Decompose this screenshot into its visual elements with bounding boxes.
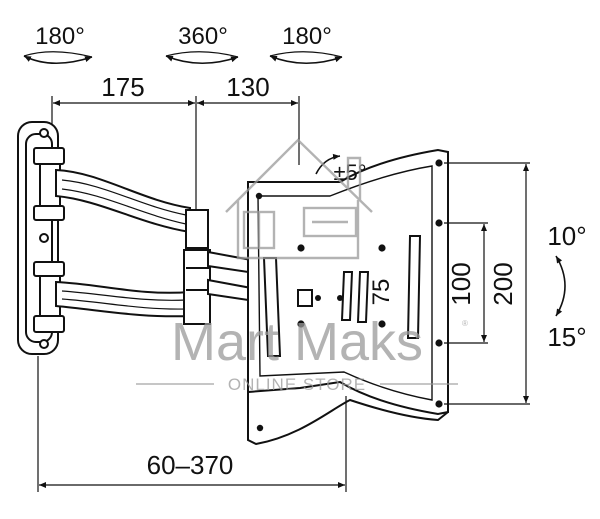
tilt-arrow-icon (555, 255, 566, 317)
watermark-tagline: ONLINE STORE (228, 375, 366, 394)
rotation-label-panel: 360° (165, 23, 239, 65)
middle-joint (183, 209, 211, 325)
rotation-panel-text: 360° (178, 23, 228, 50)
house-logo-icon (225, 138, 373, 260)
rotation-panel-arrow-icon (165, 55, 239, 65)
watermark-registered: ® (462, 319, 468, 328)
upper-arm (55, 168, 191, 234)
dimension-130-label: 130 (226, 72, 269, 102)
watermark: Mart Maks ® ONLINE STORE (136, 138, 468, 394)
lower-arm (55, 280, 191, 318)
dimension-vesa-vertical (444, 162, 530, 405)
dimension-arm-lengths (51, 96, 300, 215)
tilt-indicator: 10° 15° (547, 221, 586, 352)
rotation-screen-arrow-icon (269, 55, 343, 65)
rotation-wall-text: 180° (35, 23, 85, 50)
rotation-label-screen: 180° (269, 23, 343, 65)
vesa-200-label: 200 (488, 262, 518, 305)
level-adjust-text: ±5° (333, 160, 366, 185)
watermark-brand: Mart Maks (171, 312, 423, 372)
dimension-extension (37, 356, 347, 492)
tilt-down-label: 15° (547, 322, 586, 352)
vesa-75-label: 75 (368, 279, 395, 306)
tilt-up-label: 10° (547, 221, 586, 251)
dimension-175-label: 175 (101, 72, 144, 102)
rotation-screen-text: 180° (282, 23, 332, 50)
rotation-wall-arrow-icon (23, 55, 93, 65)
extension-range-label: 60–370 (147, 450, 234, 480)
rotation-label-wall: 180° (23, 23, 93, 65)
vesa-slots (262, 235, 422, 357)
vesa-100-label: 100 (446, 262, 476, 305)
level-arrow-icon (315, 153, 341, 175)
vesa-mounting-holes (255, 159, 443, 432)
